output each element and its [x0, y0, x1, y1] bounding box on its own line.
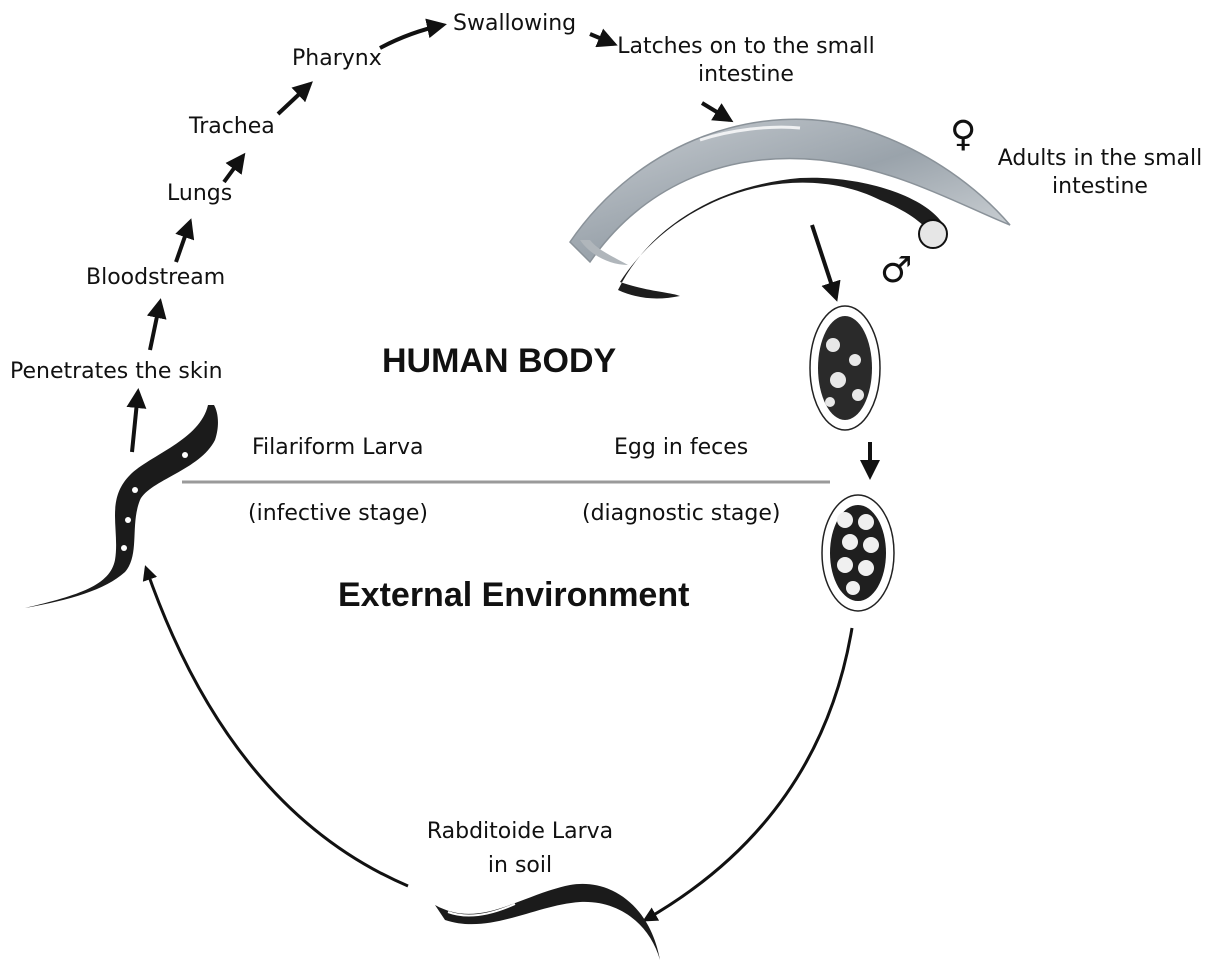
label-diagnostic-stage: (diagnostic stage)	[582, 500, 780, 528]
filariform-larva	[25, 405, 218, 608]
arrow-soil-larva-to-filariform	[146, 568, 408, 886]
label-bloodstream: Bloodstream	[86, 264, 225, 292]
arrow-trachea-to-pharynx	[278, 84, 310, 114]
egg-upper	[810, 306, 880, 430]
label-penetrates-skin: Penetrates the skin	[10, 358, 223, 386]
label-adults: Adults in the small intestine	[990, 145, 1210, 201]
arrow-larva-to-skin	[132, 392, 138, 452]
region-human-body: HUMAN BODY	[382, 342, 616, 381]
label-infective-stage: (infective stage)	[248, 500, 428, 528]
label-adults-line1: Adults in the small	[990, 145, 1210, 173]
label-latches: Latches on to the small intestine	[612, 33, 880, 89]
arrow-lungs-to-trachea	[224, 156, 243, 182]
label-rhabditoid-line2: in soil	[400, 852, 640, 880]
label-adults-line2: intestine	[990, 173, 1210, 201]
label-rhabditoid-line1: Rabditoide Larva	[400, 818, 640, 846]
arrow-skin-to-bloodstream	[150, 302, 160, 350]
arrow-swallowing-to-latches	[590, 34, 614, 44]
label-pharynx: Pharynx	[292, 45, 382, 73]
label-trachea: Trachea	[189, 113, 275, 141]
label-latches-line1: Latches on to the small	[612, 33, 880, 61]
label-egg-in-feces: Egg in feces	[614, 434, 748, 462]
pathway-arrows	[132, 25, 870, 476]
female-symbol: ♀	[950, 117, 976, 153]
label-filariform-larva: Filariform Larva	[252, 434, 424, 462]
label-rhabditoid: Rabditoide Larva in soil	[400, 818, 640, 880]
arrow-adults-to-egg	[812, 225, 836, 298]
arrow-egg-to-soil-larva	[645, 628, 852, 920]
label-latches-line2: intestine	[612, 61, 880, 89]
label-swallowing: Swallowing	[453, 10, 576, 38]
region-external-environment: External Environment	[338, 576, 689, 615]
male-symbol: ♂	[880, 253, 912, 289]
arrow-latches-to-adults	[702, 103, 730, 120]
label-lungs: Lungs	[167, 180, 232, 208]
egg-lower	[822, 495, 894, 611]
arrow-pharynx-to-swallowing	[380, 25, 443, 48]
rhabditoid-larva	[435, 884, 660, 960]
arrow-bloodstream-to-lungs	[176, 222, 190, 262]
